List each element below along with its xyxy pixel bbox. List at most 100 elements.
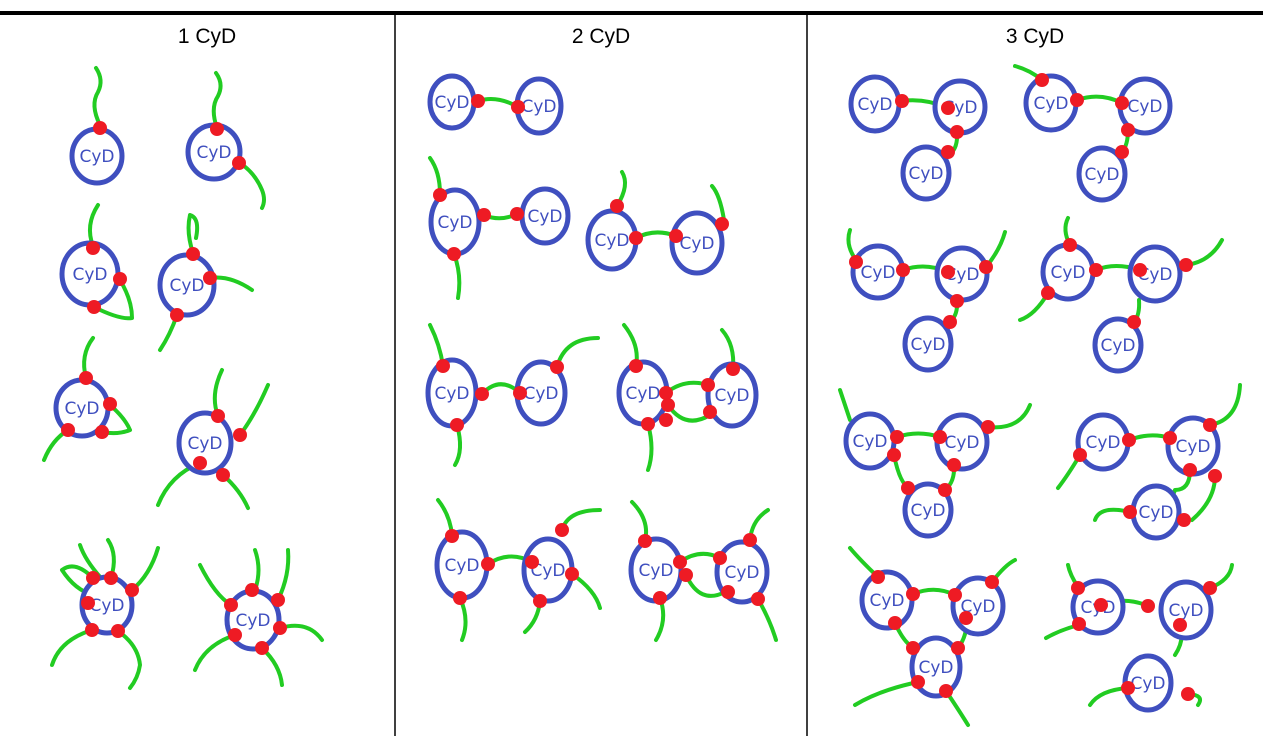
attachment-point	[901, 481, 915, 495]
cyd-label: CyD	[527, 207, 562, 227]
structure-1cyd-e: CyD	[42, 336, 132, 462]
polymer-chain	[710, 184, 726, 222]
attachment-point	[669, 229, 683, 243]
attachment-point	[447, 247, 461, 261]
cyd-ring	[1092, 316, 1144, 374]
cyd-ring	[669, 210, 725, 276]
attachment-point	[170, 308, 184, 322]
cyd-label: CyD	[187, 434, 222, 454]
attachment-point	[896, 263, 910, 277]
cyd-label: CyD	[1084, 165, 1119, 185]
column-header-1: 1 CyD	[178, 25, 236, 48]
cyd-label: CyD	[1100, 336, 1135, 356]
cyd-label: CyD	[521, 97, 556, 117]
attachment-point	[947, 458, 961, 472]
cyd-label: CyD	[1130, 674, 1165, 694]
attachment-point	[715, 217, 729, 231]
cyd-label: CyD	[1127, 97, 1162, 117]
cyd-label: CyD	[857, 95, 892, 115]
attachment-point	[1123, 505, 1137, 519]
attachment-point	[273, 621, 287, 635]
attachment-point	[79, 371, 93, 385]
attachment-point	[1089, 263, 1103, 277]
cyd-label: CyD	[869, 591, 904, 611]
attachment-point	[941, 265, 955, 279]
cyd-label: CyD	[860, 263, 895, 283]
attachment-point	[703, 405, 717, 419]
polymer-chain	[87, 203, 100, 248]
cyd-label: CyD	[434, 384, 469, 404]
polymer-chain	[238, 161, 266, 210]
attachment-point	[959, 611, 973, 625]
attachment-point	[629, 359, 643, 373]
cyd-label: CyD	[72, 265, 107, 285]
attachment-point	[981, 420, 995, 434]
attachment-point	[1094, 598, 1108, 612]
structure-1cyd-f: CyD	[156, 368, 270, 510]
cyd-label: CyD	[724, 563, 759, 583]
cyd-label: CyD	[679, 234, 714, 254]
cyd-label: CyD	[1085, 433, 1120, 453]
polymer-chain	[100, 403, 132, 436]
attachment-point	[1122, 433, 1136, 447]
table-frame	[0, 11, 1263, 736]
cyd-label: CyD	[1050, 263, 1085, 283]
attachment-point	[1208, 469, 1222, 483]
attachment-point	[1179, 258, 1193, 272]
attachment-point	[1177, 513, 1191, 527]
attachment-point	[81, 596, 95, 610]
attachment-point	[1133, 263, 1147, 277]
polymer-chain	[1190, 474, 1217, 522]
polymer-chain	[211, 71, 223, 130]
attachment-point	[948, 588, 962, 602]
cyd-label: CyD	[1138, 503, 1173, 523]
polymer-chain	[50, 628, 94, 667]
structure-1cyd-g: CyD	[50, 538, 160, 690]
attachment-point	[1127, 315, 1141, 329]
attachment-point	[661, 398, 675, 412]
attachment-point	[113, 272, 127, 286]
attachment-point	[979, 260, 993, 274]
cyd-label: CyD	[944, 433, 979, 453]
attachment-point	[111, 624, 125, 638]
attachment-point	[701, 378, 715, 392]
attachment-point	[659, 413, 673, 427]
attachment-point	[513, 386, 527, 400]
cyd-ring	[176, 410, 234, 476]
cyd-label: CyD	[852, 432, 887, 452]
attachment-point	[933, 430, 947, 444]
attachment-point	[1121, 681, 1135, 695]
attachment-point	[555, 523, 569, 537]
attachment-point	[477, 208, 491, 222]
cyd-label: CyD	[714, 386, 749, 406]
attachment-point	[61, 423, 75, 437]
polymer-chain	[92, 278, 134, 321]
cyd-label: CyD	[79, 147, 114, 167]
cyd-label: CyD	[1033, 94, 1068, 114]
attachment-point	[125, 583, 139, 597]
attachment-point	[1203, 581, 1217, 595]
attachment-point	[565, 567, 579, 581]
cyd-ring	[900, 144, 952, 202]
attachment-point	[950, 125, 964, 139]
attachment-point	[638, 534, 652, 548]
polymer-chain	[198, 563, 233, 607]
attachment-point	[232, 156, 246, 170]
cyd-label: CyD	[1168, 601, 1203, 621]
cyd-label: CyD	[64, 399, 99, 419]
attachment-point	[1063, 238, 1077, 252]
cyd-label: CyD	[196, 143, 231, 163]
attachment-point	[941, 145, 955, 159]
cyd-label: CyD	[169, 276, 204, 296]
cyd-label: CyD	[437, 213, 472, 233]
attachment-point	[203, 271, 217, 285]
attachment-point	[93, 121, 107, 135]
structure-1cyd-d: CyD	[157, 213, 254, 352]
polymer-chain	[186, 213, 200, 255]
